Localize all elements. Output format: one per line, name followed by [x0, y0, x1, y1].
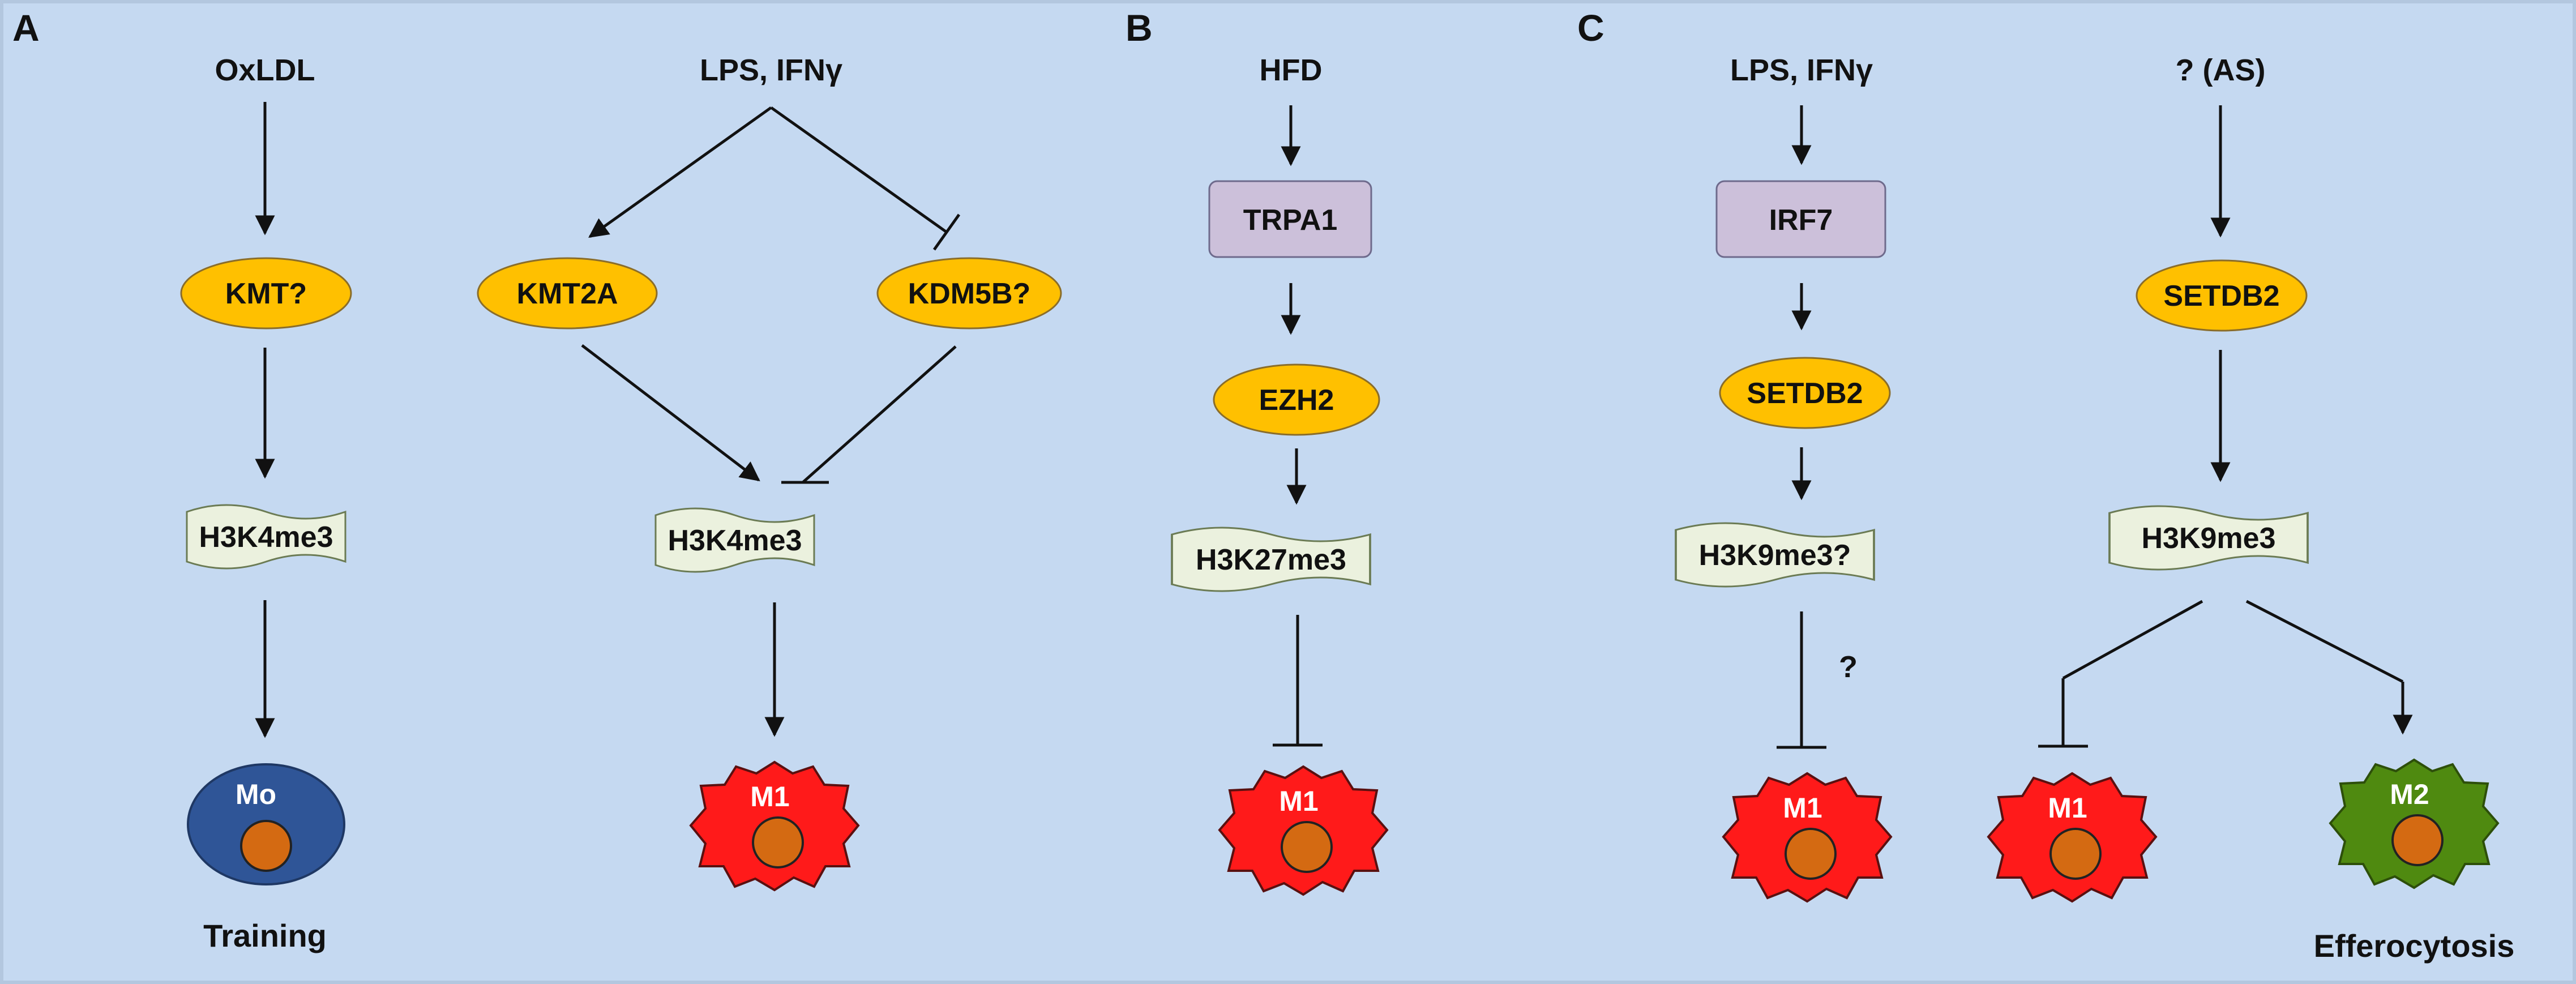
panel-label-b: B: [1126, 7, 1153, 49]
node-kmt2a-label: KMT2A: [516, 277, 618, 310]
cell-m1-a: M1: [690, 761, 859, 891]
cell-m2-label: M2: [2390, 778, 2429, 810]
node-irf7: IRF7: [1715, 180, 1886, 258]
nucleus-icon: [1281, 821, 1333, 873]
node-trpa1-label: TRPA1: [1243, 204, 1338, 237]
cell-monocyte: Mo: [187, 763, 345, 885]
edge-lps-inhibits-kdm5b: [770, 106, 961, 251]
nucleus-icon: [2049, 828, 2102, 880]
panel-label-c: C: [1577, 7, 1604, 49]
node-h3k9me3: H3K9me3: [2108, 505, 2309, 571]
edge-lps-to-kmt2a: [588, 106, 772, 238]
node-h3k27me3-label: H3K27me3: [1196, 544, 1346, 576]
stimulus-hfd: HFD: [1260, 53, 1323, 87]
node-setdb2-c1: SETDB2: [1719, 357, 1891, 429]
node-setdb2-c1-label: SETDB2: [1747, 377, 1863, 410]
node-setdb2-c2: SETDB2: [2136, 259, 2308, 332]
stimulus-unknown-as: ? (AS): [2176, 53, 2266, 87]
cell-m1-b: M1: [1218, 765, 1388, 896]
node-setdb2-c2-label: SETDB2: [2163, 280, 2279, 313]
stimulus-lps-ifng-a: LPS, IFNγ: [700, 53, 842, 87]
edge-h3k27me3-inhibits-m1: [1273, 615, 1323, 747]
cell-monocyte-label: Mo: [236, 778, 276, 810]
node-h3k27me3: H3K27me3: [1171, 527, 1371, 592]
edge-h3k9me3-to-m2: [2245, 600, 2413, 735]
nucleus-icon: [752, 816, 804, 869]
node-ezh2-label: EZH2: [1259, 384, 1334, 417]
node-kmt2a: KMT2A: [477, 257, 658, 330]
nucleus-icon: [1785, 828, 1837, 880]
node-kdm5b: KDM5B?: [876, 257, 1062, 330]
node-h3k9me3q: H3K9me3?: [1675, 522, 1875, 588]
node-h3k4me3-a1-label: H3K4me3: [199, 521, 333, 554]
edge-h3k9me3q-inhibits-m1: [1777, 611, 1826, 749]
node-h3k9me3q-label: H3K9me3?: [1699, 539, 1851, 572]
node-kmt-label: KMT?: [225, 277, 307, 310]
nucleus-icon: [240, 820, 292, 872]
cell-m1-c1: M1: [1722, 772, 1892, 902]
node-ezh2: EZH2: [1213, 363, 1380, 436]
node-h3k4me3-a2-label: H3K4me3: [667, 524, 802, 557]
cell-m1-b-label: M1: [1279, 785, 1318, 817]
edge-h3k9me3-inhibits-m1: [2038, 600, 2203, 748]
stimulus-lps-ifng-c: LPS, IFNγ: [1730, 53, 1873, 87]
panel-label-a: A: [12, 7, 40, 49]
node-irf7-label: IRF7: [1769, 204, 1833, 237]
cell-m1-c1-label: M1: [1783, 792, 1822, 824]
nucleus-icon: [2391, 814, 2444, 866]
caption-efferocytosis: Efferocytosis: [2314, 928, 2515, 964]
cell-m1-c2-label: M1: [2048, 792, 2087, 824]
node-kmt: KMT?: [180, 257, 352, 330]
stimulus-oxldl: OxLDL: [215, 53, 315, 87]
node-h3k4me3-a1: H3K4me3: [186, 504, 346, 570]
node-h3k9me3-label: H3K9me3: [2141, 522, 2275, 555]
edge-kdm5b-inhibits-h3k4me3: [781, 345, 957, 484]
cell-m2: M2: [2329, 759, 2499, 889]
node-h3k4me3-a2: H3K4me3: [654, 507, 815, 573]
edge-kmt2a-to-h3k4me3: [581, 344, 760, 482]
cell-m1-a-label: M1: [750, 781, 789, 812]
inhibition-bar-icon: [932, 213, 961, 251]
node-kdm5b-label: KDM5B?: [908, 277, 1031, 310]
cell-m1-c2: M1: [1987, 772, 2157, 902]
caption-training: Training: [203, 918, 327, 953]
caption-question-mark: ?: [1839, 650, 1858, 684]
node-trpa1: TRPA1: [1208, 180, 1372, 258]
